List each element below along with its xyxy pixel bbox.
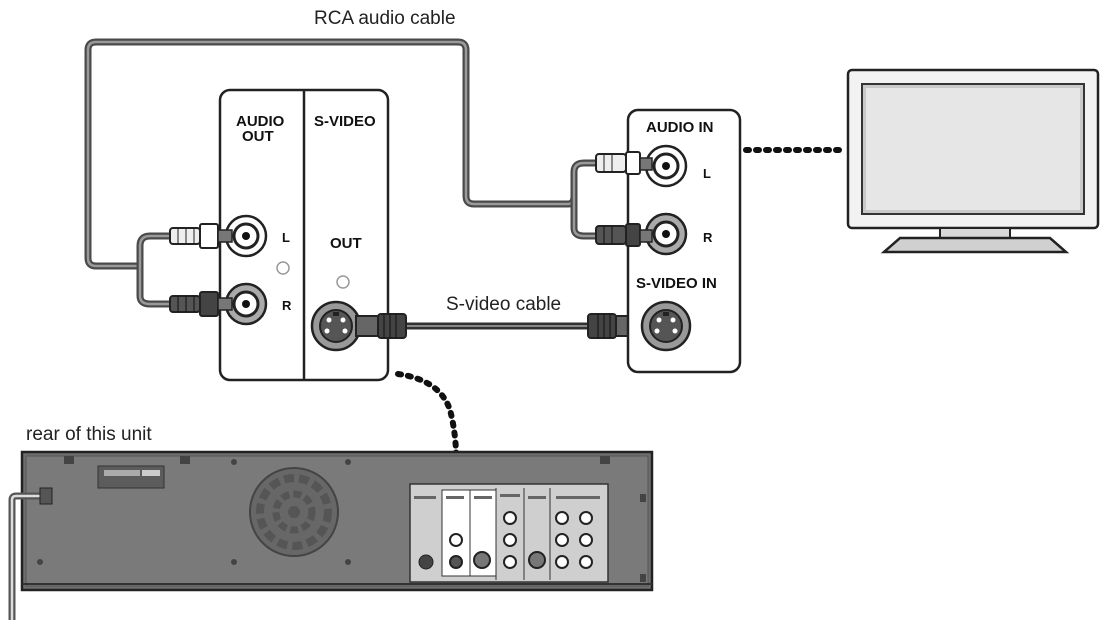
fan-vent-icon <box>249 467 339 557</box>
audio-out-label: AUDIO <box>236 113 285 130</box>
led-indicator-2 <box>336 275 350 289</box>
rca-plug-unit-r <box>169 291 233 317</box>
rca-plug-unit-l <box>169 223 233 249</box>
rca-audio-cable-label: RCA audio cable <box>314 8 456 29</box>
s-video-label: S-VIDEO <box>314 113 376 130</box>
rca-branch-tv-r <box>570 190 596 240</box>
s-video-out-jack <box>310 300 362 352</box>
audio-in-r-jack <box>644 212 688 256</box>
s-video-cable-label: S-video cable <box>446 294 561 315</box>
rca-branch-unit-r <box>136 262 172 308</box>
rear-of-unit-label: rear of this unit <box>26 424 152 445</box>
audio-out-r-label: R <box>282 298 292 313</box>
led-indicator <box>276 261 290 275</box>
s-video-plug-unit <box>355 313 407 339</box>
rca-plug-tv-r <box>595 223 653 247</box>
audio-in-label: AUDIO IN <box>646 119 714 136</box>
s-video-out-label: OUT <box>330 235 362 252</box>
audio-out-l-label: L <box>282 230 290 245</box>
unit-connector-panel: AUDIO OUT S-VIDEO L R OUT <box>218 88 390 382</box>
rear-of-unit-device <box>20 450 654 592</box>
audio-out-label-line2: OUT <box>242 128 274 145</box>
audio-out-r-jack <box>224 282 268 326</box>
power-plug <box>39 487 53 505</box>
rca-plug-tv-l <box>595 151 653 175</box>
audio-in-r-label: R <box>703 230 713 245</box>
s-video-in-label: S-VIDEO IN <box>636 275 717 292</box>
tv-icon <box>846 68 1100 254</box>
s-video-in-jack <box>640 300 692 352</box>
audio-in-l-label: L <box>703 166 711 181</box>
